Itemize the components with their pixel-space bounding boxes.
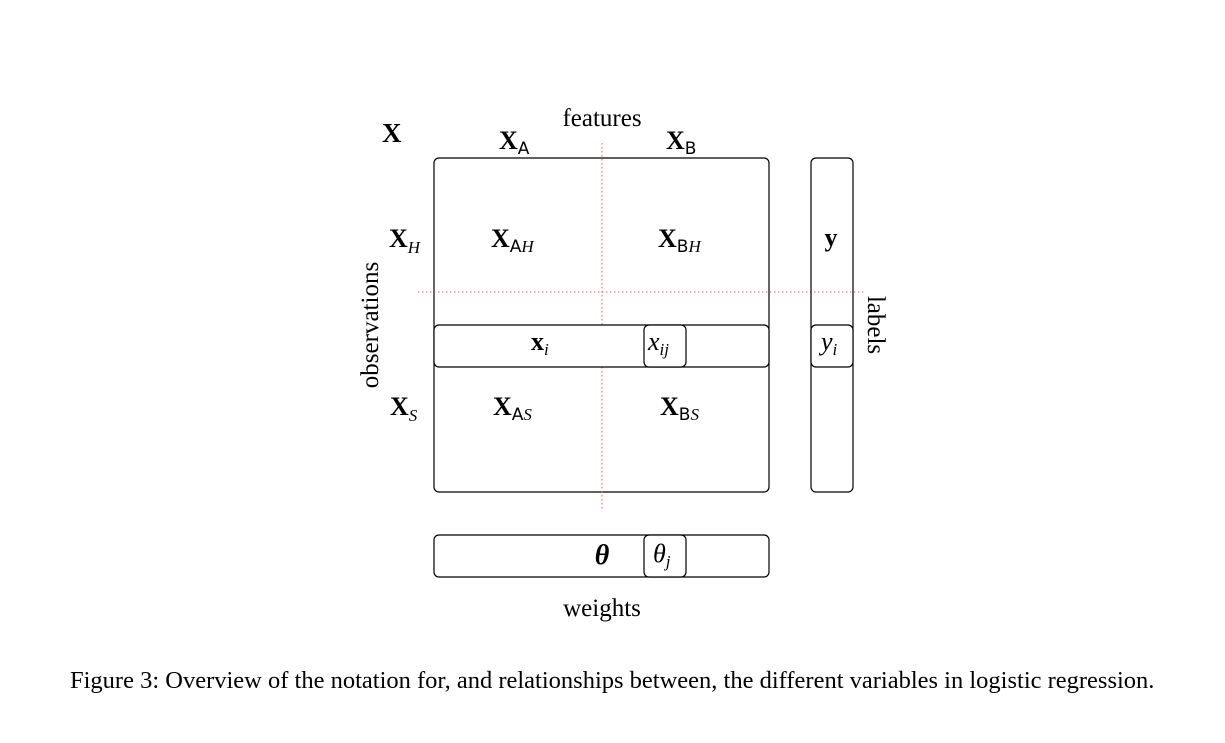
col-block-a-sub: A bbox=[518, 139, 530, 159]
quadrant-as-base: X bbox=[493, 392, 512, 421]
row-vector-base: x bbox=[531, 327, 544, 356]
row-block-h-base: X bbox=[389, 224, 408, 253]
quadrant-ah-base: X bbox=[491, 224, 510, 253]
weight-vector-label: θ bbox=[595, 540, 610, 571]
row-vector-box bbox=[433, 324, 770, 368]
col-block-a-base: X bbox=[499, 126, 518, 155]
label-element-box bbox=[810, 324, 854, 368]
label-vector-label: y bbox=[825, 223, 838, 252]
weight-vector-box bbox=[433, 534, 770, 578]
labels-label: labels bbox=[862, 296, 889, 354]
element-cell-label: xij bbox=[647, 327, 669, 359]
row-block-label-h: XH bbox=[389, 224, 422, 257]
quadrant-as-sub-a: A bbox=[512, 405, 524, 425]
row-block-h-sub: H bbox=[407, 238, 422, 257]
label-element-base: y bbox=[818, 327, 833, 356]
quadrant-bh-sub-h: H bbox=[687, 237, 702, 256]
label-element-sub: i bbox=[833, 340, 838, 359]
figure-caption: Figure 3: Overview of the notation for, … bbox=[70, 667, 1155, 694]
quadrant-label-bs: XBS bbox=[660, 392, 699, 425]
label-vector-box bbox=[810, 157, 854, 493]
weight-element-sub: j bbox=[664, 552, 671, 571]
row-block-label-s: XS bbox=[390, 392, 418, 425]
col-block-b-sub: B bbox=[685, 139, 697, 159]
weight-element-base: θ bbox=[653, 539, 666, 568]
col-block-label-b: XB bbox=[666, 126, 696, 159]
features-label: features bbox=[562, 105, 641, 132]
quadrant-label-ah: XAH bbox=[491, 224, 535, 257]
element-cell-sub: ij bbox=[660, 340, 670, 359]
row-block-s-base: X bbox=[390, 392, 409, 421]
label-element-label: yi bbox=[818, 327, 838, 359]
quadrant-bh-base: X bbox=[658, 224, 677, 253]
weight-element-label: θj bbox=[653, 539, 671, 571]
quadrant-label-as: XAS bbox=[493, 392, 532, 425]
quadrant-bs-sub-b: B bbox=[679, 405, 691, 425]
row-block-s-sub: S bbox=[409, 406, 418, 425]
weights-label: weights bbox=[563, 595, 641, 622]
quadrant-label-bh: XBH bbox=[658, 224, 702, 257]
col-block-label-a: XA bbox=[499, 126, 530, 159]
row-vector-sub: i bbox=[544, 340, 549, 359]
matrix-name-label: X bbox=[382, 118, 402, 148]
quadrant-bs-sub-s: S bbox=[690, 405, 699, 424]
col-block-b-base: X bbox=[666, 126, 685, 155]
quadrant-ah-sub-a: A bbox=[510, 237, 522, 257]
quadrant-bh-sub-b: B bbox=[677, 237, 689, 257]
observations-label: observations bbox=[357, 262, 384, 388]
quadrant-as-sub-s: S bbox=[523, 405, 532, 424]
element-cell-base: x bbox=[647, 327, 660, 356]
quadrant-bs-base: X bbox=[660, 392, 679, 421]
quadrant-ah-sub-h: H bbox=[520, 237, 535, 256]
row-vector-label: xi bbox=[531, 327, 549, 359]
weight-element-box bbox=[643, 534, 687, 578]
element-cell-box bbox=[643, 324, 687, 368]
